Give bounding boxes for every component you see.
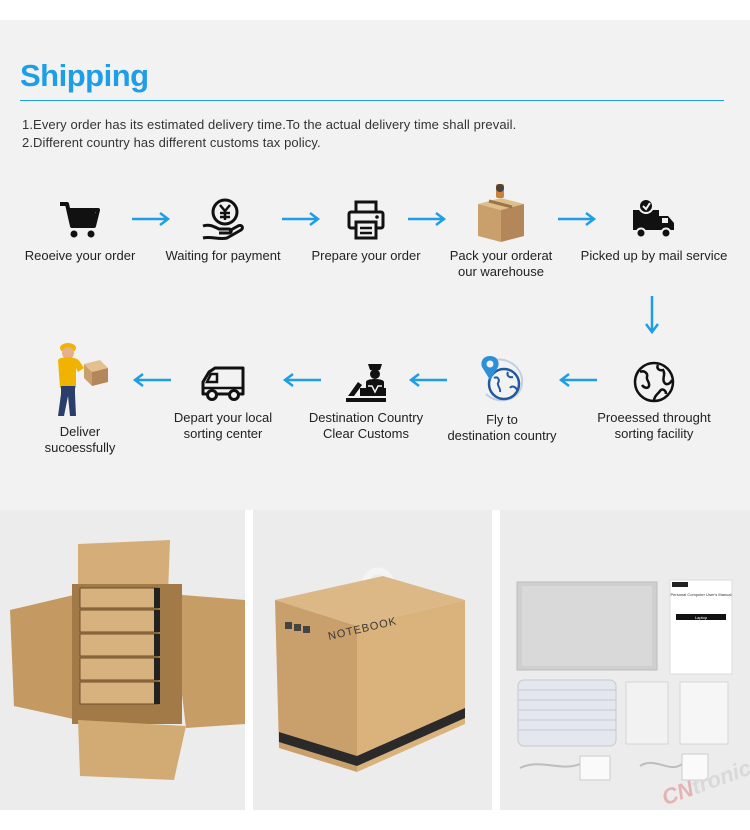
step-receive-order: Reoeive your order [0, 196, 160, 264]
step-label: Picked up by mail service [580, 248, 728, 263]
package-contents-image: Personal Computer User's Manual Laptop [516, 579, 733, 781]
step-depart-sorting-center: Depart your local sorting center [143, 358, 303, 442]
note-delivery-time: 1.Every order has its estimated delivery… [22, 117, 517, 132]
shopping-cart-icon [60, 202, 100, 238]
manual-title: Personal Computer User's Manual [670, 592, 731, 597]
yuan-payment-icon [202, 198, 244, 241]
step-label-line2: destination country [447, 428, 557, 443]
arrow-down-icon [645, 296, 659, 335]
step-sorting-facility: Proeessed throught sorting facility [574, 358, 734, 442]
notebook-box-image: NOTEBOOK [275, 567, 465, 772]
manual-subtitle: Laptop [695, 615, 708, 620]
photo-package-contents: Personal Computer User's Manual Laptop [500, 510, 750, 810]
step-label-line2: sorting center [183, 426, 263, 441]
arrow-right-icon [282, 212, 321, 226]
step-fly-destination: Fly to destination country [422, 352, 582, 444]
van-icon [201, 366, 245, 401]
delivery-truck-icon [633, 198, 674, 239]
step-waiting-payment: Waiting for payment [143, 196, 303, 264]
arrow-right-icon [558, 212, 597, 226]
arrow-left-icon [282, 373, 321, 387]
arrow-right-icon [408, 212, 447, 226]
step-prepare-order: Prepare your order [286, 196, 446, 264]
step-label-line2: sucoessfully [44, 440, 116, 455]
note-customs-tax: 2.Different country has different custom… [22, 135, 321, 150]
arrow-left-icon [408, 373, 447, 387]
arrow-left-icon [558, 373, 597, 387]
step-label: Waiting for payment [165, 248, 281, 263]
title-underline [20, 100, 724, 101]
step-label: Reoeive your order [24, 248, 136, 263]
step-picked-up: Picked up by mail service [574, 196, 734, 264]
step-label-line2: Clear Customs [323, 426, 409, 441]
location-globe-icon [481, 356, 524, 402]
step-label: Prepare your order [311, 248, 421, 263]
step-label-line2: our warehouse [458, 264, 544, 279]
page-title: Shipping [20, 58, 149, 93]
photo-notebook-box: NOTEBOOK [253, 510, 492, 810]
open-carton-image [10, 540, 245, 780]
shipping-info-panel [0, 20, 750, 510]
step-label-line1: Destination Country [308, 410, 424, 425]
photo-open-carton [0, 510, 245, 810]
arrow-right-icon [132, 212, 171, 226]
courier-icon [58, 343, 108, 416]
arrow-left-icon [132, 373, 171, 387]
step-pack-order: Pack your orderat our warehouse [421, 182, 581, 280]
step-label-line1: Depart your local [173, 410, 273, 425]
step-label-line1: Deliver [59, 424, 101, 439]
package-box-icon [478, 184, 524, 242]
step-clear-customs: Destination Country Clear Customs [286, 358, 446, 442]
globe-icon [633, 361, 675, 403]
step-label-line1: Proeessed throught [597, 410, 711, 425]
step-label-line1: Pack your orderat [449, 248, 553, 263]
printer-icon [347, 200, 385, 240]
step-label-line1: Fly to [486, 412, 518, 427]
customs-officer-icon [346, 364, 386, 402]
step-delivered: Deliver sucoessfully [0, 338, 160, 456]
step-label-line2: sorting facility [614, 426, 694, 441]
